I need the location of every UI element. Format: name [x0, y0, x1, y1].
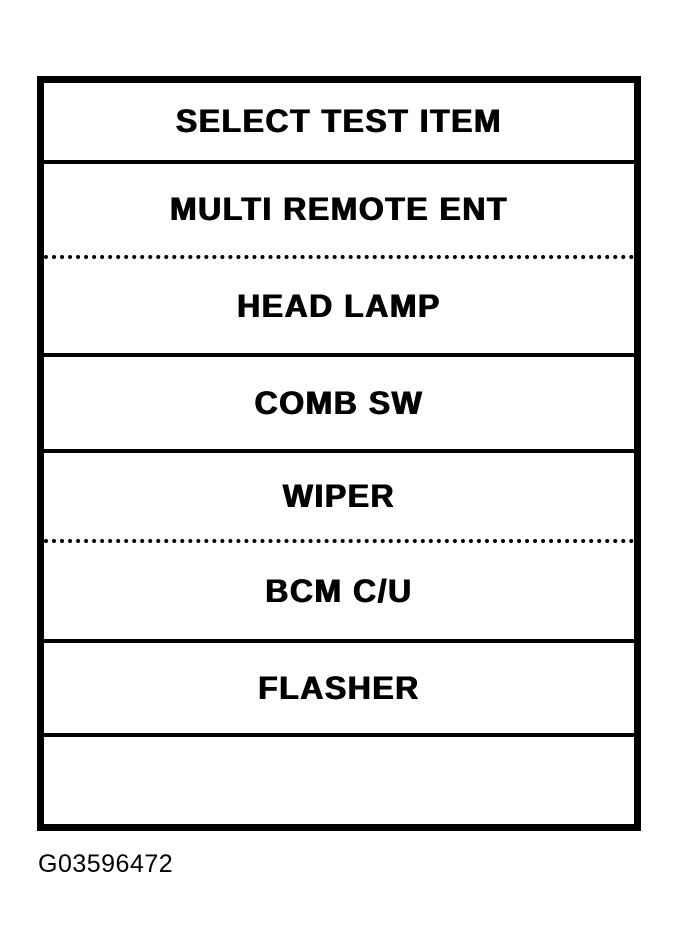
- menu-item-wiper[interactable]: WIPER: [44, 449, 634, 539]
- menu-item-label: MULTI REMOTE ENT: [169, 191, 509, 227]
- menu-item-label: FLASHER: [258, 669, 420, 706]
- menu-item-label: COMB SW: [254, 384, 424, 421]
- menu-title: SELECT TEST ITEM: [175, 103, 503, 139]
- menu-item-head-lamp[interactable]: HEAD LAMP: [44, 255, 634, 353]
- select-test-item-menu: SELECT TEST ITEM MULTI REMOTE ENT HEAD L…: [37, 76, 641, 831]
- menu-item-label: BCM C/U: [265, 572, 413, 609]
- figure-id: G03596472: [38, 850, 174, 878]
- menu-item-label: HEAD LAMP: [237, 287, 441, 324]
- menu-item-comb-sw[interactable]: COMB SW: [44, 353, 634, 449]
- menu-item-flasher[interactable]: FLASHER: [44, 639, 634, 733]
- menu-title-row: SELECT TEST ITEM: [44, 83, 634, 160]
- menu-item-label: WIPER: [282, 477, 396, 514]
- menu-item-bcm-cu[interactable]: BCM C/U: [44, 539, 634, 639]
- menu-item-multi-remote-ent[interactable]: MULTI REMOTE ENT: [44, 160, 634, 255]
- menu-item-empty: [44, 733, 634, 824]
